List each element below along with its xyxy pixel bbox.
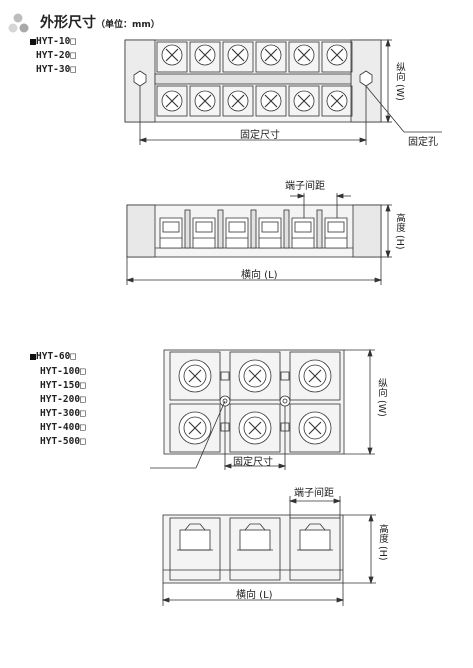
page-title: 外形尺寸（单位：mm） bbox=[40, 12, 160, 32]
fix-size-label-2: 固定尺寸 bbox=[233, 457, 273, 468]
width-label-1: 纵向 (W) bbox=[394, 62, 405, 101]
model-hyt-100: HYT-100□ bbox=[40, 366, 86, 377]
model-hyt-150: HYT-150□ bbox=[40, 380, 86, 391]
fix-hole-label: 固定孔 bbox=[408, 137, 438, 148]
fix-size-label-1: 固定尺寸 bbox=[240, 130, 280, 141]
model-hyt-500: HYT-500□ bbox=[40, 436, 86, 447]
model-hyt-30: HYT-30□ bbox=[36, 64, 77, 75]
model-hyt-200: HYT-200□ bbox=[40, 394, 86, 405]
title-dots-icon bbox=[8, 12, 38, 34]
model-hyt-300: HYT-300□ bbox=[40, 408, 86, 419]
length-label-1: 横向 (L) bbox=[241, 270, 278, 281]
height-label-1: 高度 (H) bbox=[394, 213, 405, 250]
terminal-pitch-label-1: 端子间距 bbox=[285, 181, 325, 192]
unit-note: （单位：mm） bbox=[96, 20, 160, 30]
model-marker-icon-2 bbox=[30, 354, 36, 360]
model-hyt-400: HYT-400□ bbox=[40, 422, 86, 433]
width-label-2: 纵向 (W) bbox=[376, 378, 387, 417]
model-marker-icon bbox=[30, 39, 36, 45]
length-label-2: 横向 (L) bbox=[236, 590, 273, 601]
terminal-pitch-label-2: 端子间距 bbox=[294, 488, 334, 499]
model-hyt-10: HYT-10□ bbox=[36, 36, 77, 47]
height-label-2: 高度 (H) bbox=[377, 524, 388, 561]
title-text: 外形尺寸 bbox=[40, 15, 96, 31]
model-hyt-20: HYT-20□ bbox=[36, 50, 77, 61]
model-hyt-60: HYT-60□ bbox=[36, 351, 77, 362]
